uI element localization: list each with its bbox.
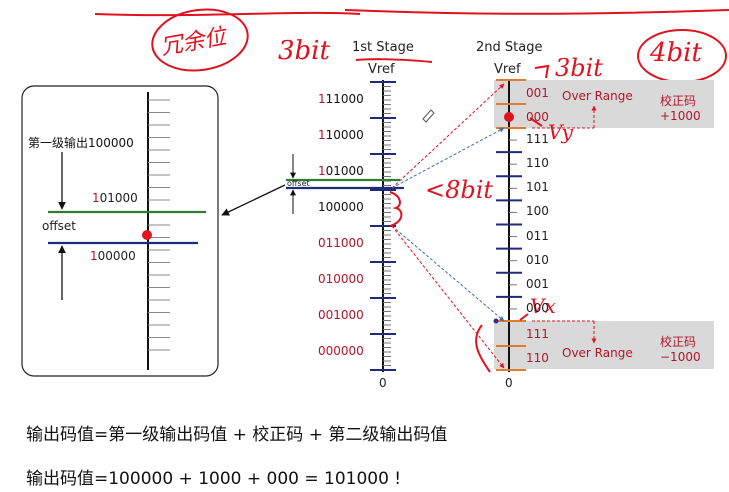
stage2-bottom-dot: [493, 318, 499, 324]
stage2-vref: Vref: [494, 62, 521, 77]
equation-line-2: 输出码值=100000 + 1000 + 000 = 101000 !: [26, 469, 402, 489]
stage2-code-label: 000: [526, 300, 549, 315]
handwritten-brace: [389, 191, 403, 227]
top-red-scribble: [94, 9, 729, 17]
inset-code-lower-prefix: 1: [90, 249, 98, 263]
map-line-blue-bottom: [391, 225, 505, 322]
stage1-code-label: 100000: [318, 200, 364, 214]
over-range-top-label: Over Range: [562, 89, 633, 103]
handwritten-vy: Vy: [548, 120, 573, 144]
stage2-red-dot: [504, 112, 514, 122]
red-mark-near-vref: [534, 64, 550, 79]
handwritten-4bit: 4bit: [650, 38, 702, 68]
stage2-code-label: 111: [526, 132, 549, 147]
stage1-code-prefix: 0: [318, 308, 326, 322]
stage2-code-label: 111: [526, 327, 549, 341]
inset-box: [21, 85, 219, 377]
stage1-code-rest: 11000: [325, 236, 364, 250]
handwritten-3bit-right: 3bit: [555, 54, 603, 82]
stage1-code-rest: 01000: [325, 308, 364, 322]
stage2-code-label: 110: [526, 156, 549, 171]
handwritten-vx-mark: [519, 313, 529, 321]
over-range-top-box: [494, 80, 714, 128]
handwritten-circle-left: [151, 8, 249, 72]
stage1-minor-ticks: [383, 86, 391, 366]
stage1-code-prefix: 1: [318, 164, 326, 178]
pointer-arrow-to-inset: [221, 184, 286, 216]
correction-value-bottom: −1000: [660, 350, 701, 364]
stage1-code-rest: 10000: [325, 272, 364, 286]
correction-label-bottom: 校正码: [660, 335, 697, 349]
inset-code-lower: 100000: [90, 249, 136, 263]
stage1-title: 1st Stage: [352, 40, 414, 55]
map-line-red-bottom: [391, 225, 505, 369]
stage1-vref: Vref: [368, 62, 395, 77]
stage1-major-ticks: [370, 81, 396, 371]
stage1-code-label: 010000: [318, 272, 364, 286]
inset-first-stage-output: 第一级输出100000: [28, 136, 134, 150]
stage1-code-rest: 10000: [325, 128, 364, 142]
equation-line-1: 输出码值=第一级输出码值 + 校正码 + 第二级输出码值: [26, 425, 448, 445]
inset-offset-label: offset: [42, 219, 76, 233]
stage1-code-prefix: 1: [318, 92, 326, 106]
stage1-code-prefix: 0: [318, 272, 326, 286]
correction-label-top: 校正码: [660, 94, 697, 108]
stage1-code-label: 111000: [318, 92, 364, 106]
stage1-code-rest: 01000: [325, 164, 364, 178]
handwritten-bracket-left: [475, 324, 491, 373]
inset-code-upper: 101000: [92, 191, 138, 205]
handwritten-vy-mark: [529, 117, 543, 127]
inset-code-upper-prefix: 1: [92, 191, 100, 205]
inset-code-upper-rest: 01000: [99, 191, 138, 205]
stage2-code-label: 001: [526, 86, 549, 100]
stage1-code-rest: 100000: [318, 200, 364, 214]
stage1-code-prefix: 0: [318, 344, 326, 358]
stage1-code-prefix: 0: [318, 236, 326, 250]
stage2-code-label: 101: [526, 180, 549, 195]
stage2-code-label: 000: [526, 110, 549, 124]
stage2-code-label: 110: [526, 351, 549, 365]
handwritten-vx: Vx: [530, 294, 556, 318]
map-line-red-top: [391, 83, 505, 189]
stage1-code-prefix: 1: [318, 128, 326, 142]
over-range-bottom-box: [494, 321, 714, 369]
handwritten-3bit-left: 3bit: [278, 36, 330, 66]
stage2-title: 2nd Stage: [476, 40, 543, 55]
stage2-minor-ticks: [509, 139, 517, 310]
handwritten-less-8bit: <8bit: [425, 176, 494, 204]
inset-ticks: [148, 99, 170, 351]
stage2-code-label: 100: [526, 204, 549, 219]
stage1-code-rest: 00000: [325, 344, 364, 358]
map-line-blue-top: [391, 127, 505, 189]
stage2-code-label: 011: [526, 228, 549, 243]
inset-code-lower-rest: 00000: [97, 249, 136, 263]
stage1-code-label: 011000: [318, 236, 364, 250]
stage1-code-label: 101000: [318, 164, 364, 178]
inset-red-dot: [142, 230, 152, 240]
over-range-bottom-label: Over Range: [562, 346, 633, 360]
stage1-code-label: 110000: [318, 128, 364, 142]
stage1-zero: 0: [379, 376, 387, 390]
stage1-code-label: 001000: [318, 308, 364, 322]
stage2-code-label: 001: [526, 276, 549, 291]
stage2-code-label: 010: [526, 252, 549, 267]
stage1-code-label: 000000: [318, 344, 364, 358]
stage2-zero: 0: [505, 376, 513, 390]
stage1-code-rest: 11000: [325, 92, 364, 106]
correction-value-top: +1000: [660, 109, 701, 123]
red-underline-stroke: [355, 58, 433, 63]
pencil-cursor-icon: [422, 109, 435, 123]
stage1-offset-label: offset: [287, 179, 310, 188]
